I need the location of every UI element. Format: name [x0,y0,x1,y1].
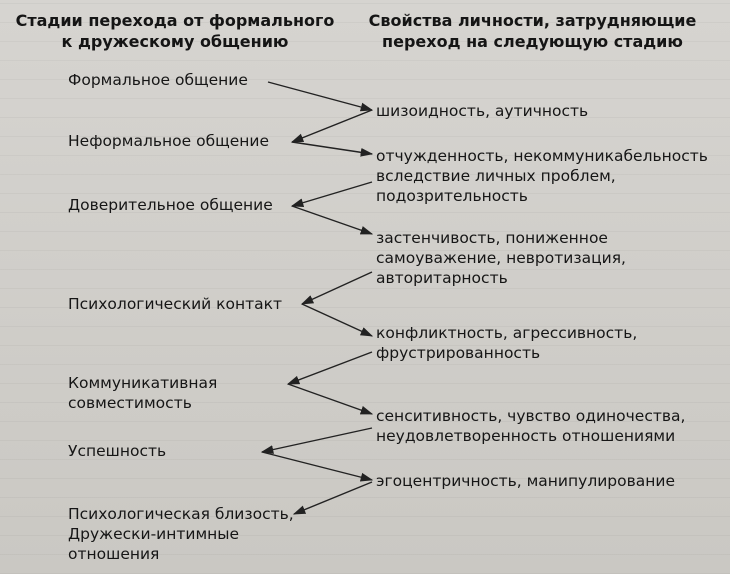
arrow-stage1-to-prop1 [267,81,374,112]
property-6: эгоцентричность, манипулирование [376,472,675,490]
arrow-stage3-to-prop3 [291,205,374,235]
stage-closeness: Психологическая близость, Дружески-интим… [68,505,294,563]
stage-informal: Неформальное общение [68,132,270,150]
property-3: застенчивость, пониженное самоуважение, … [376,229,626,287]
arrow-prop5-to-stage6 [260,427,373,454]
stage-compatibility: Коммуникативная совместимость [68,374,218,412]
arrow-prop4-to-stage5 [286,351,373,385]
arrow-stage6-to-prop6 [261,451,374,482]
stage-psych-contact: Психологический контакт [68,295,283,313]
property-4: конфликтность, агрессивность, фрустриров… [376,324,638,362]
property-2: отчужденность, некоммуникабельность всле… [376,147,708,205]
stage-trusting: Доверительное общение [68,196,273,214]
arrow-stage2-to-prop2 [291,141,374,157]
arrow-prop1-to-stage2 [290,109,373,143]
header-properties: Свойства личности, затрудняющие переход … [368,11,697,51]
stage-formal: Формальное общение [68,71,248,89]
header-stages: Стадии перехода от формального к дружеск… [15,11,335,51]
arrow-stage5-to-prop5 [287,383,374,415]
arrow-prop2-to-stage3 [290,181,373,207]
stage-success: Успешность [68,442,167,460]
arrow-stage4-to-prop4 [301,303,374,337]
property-1: шизоидность, аутичность [376,102,589,120]
arrow-prop3-to-stage4 [300,271,373,305]
property-5: сенситивность, чувство одиночества, неуд… [376,407,686,445]
arrow-prop6-to-stage7 [292,481,373,515]
